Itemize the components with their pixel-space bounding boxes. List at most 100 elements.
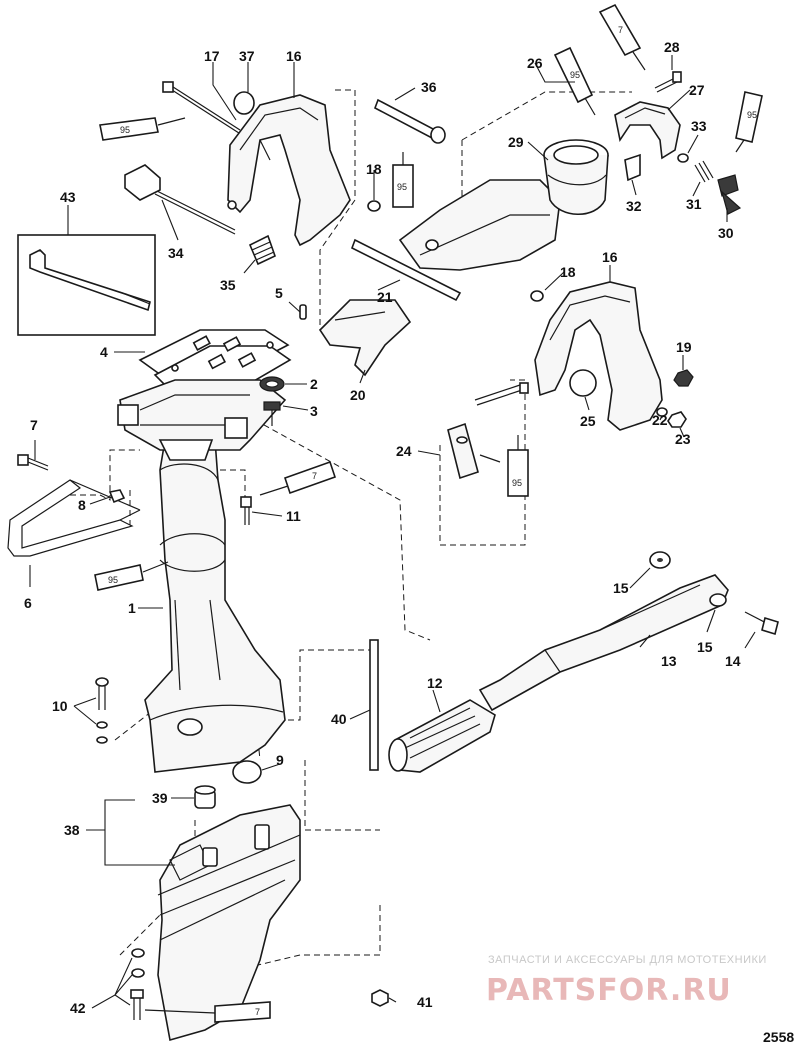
callout-6: 6 <box>24 595 32 611</box>
tube-label: 95 <box>108 575 118 585</box>
callout-5: 5 <box>275 285 283 301</box>
callout-27: 27 <box>689 82 705 98</box>
callout-leader-lines <box>29 55 756 1009</box>
sealant-tube-95-1: 95 <box>94 561 169 591</box>
callout-3: 3 <box>310 403 318 419</box>
callout-29: 29 <box>508 134 524 150</box>
callout-33: 33 <box>691 118 707 134</box>
callout-18-top: 18 <box>366 161 382 177</box>
tube-label: 95 <box>397 182 407 192</box>
part-3-screw <box>263 401 281 426</box>
callout-10: 10 <box>52 698 68 714</box>
tube-label: 7 <box>255 1007 260 1017</box>
sealant-tube-95-18: 95 <box>392 152 414 208</box>
part-1-driveshaft-housing <box>144 431 286 773</box>
tube-label: 7 <box>618 25 623 35</box>
callout-23: 23 <box>675 431 691 447</box>
callout-18-bottom: 18 <box>560 264 576 280</box>
tube-label: 95 <box>512 478 522 488</box>
part-29-bushing <box>543 139 609 215</box>
part-41-nut <box>371 989 389 1007</box>
diagram-code: 2558 <box>763 1029 794 1045</box>
callout-13: 13 <box>661 653 677 669</box>
part-39-bushing <box>194 785 216 809</box>
part-9-plug <box>232 760 262 784</box>
sealant-tube-7-11: 7 <box>259 460 337 496</box>
watermark-logo: PARTSFOR.RU <box>486 973 732 1008</box>
part-21-tilt-tube <box>350 238 462 302</box>
part-6-carry-handle <box>7 479 141 557</box>
part-16-clamp-bracket-right <box>534 281 663 431</box>
part-36-pin <box>374 98 446 144</box>
callout-20: 20 <box>350 387 366 403</box>
callout-9: 9 <box>276 752 284 768</box>
callout-31: 31 <box>686 196 702 212</box>
part-swivel-bracket <box>398 179 561 271</box>
part-16-clamp-bracket-left <box>227 94 351 247</box>
tube-label: 95 <box>120 125 130 135</box>
callout-17: 17 <box>204 48 220 64</box>
part-40-rod <box>369 639 379 771</box>
callout-30: 30 <box>718 225 734 241</box>
callout-15-bottom: 15 <box>697 639 713 655</box>
part-24-anode-plate <box>447 382 529 480</box>
part-30-wing-knob <box>717 174 742 215</box>
part-14-bolt-tiller <box>744 611 779 636</box>
tool-43-inset <box>17 234 156 336</box>
part-32-clip <box>624 153 641 182</box>
part-adapter-plate <box>117 379 287 461</box>
callout-16-top: 16 <box>286 48 302 64</box>
sealant-tube-95-33: 95 <box>735 91 763 153</box>
part-12-grip <box>388 699 496 773</box>
callout-7-left: 7 <box>30 417 38 433</box>
callout-22: 22 <box>652 412 668 428</box>
callout-16-right: 16 <box>602 249 618 265</box>
callout-8: 8 <box>78 497 86 513</box>
part-33-washer <box>677 153 689 163</box>
callout-39: 39 <box>152 790 168 806</box>
part-13-tiller-arm <box>478 574 729 712</box>
watermark: ЗАПЧАСТИ И АКСЕССУАРЫ ДЛЯ МОТОТЕХНИКИ PA… <box>486 954 766 1008</box>
callout-36: 36 <box>421 79 437 95</box>
tube-label: 7 <box>312 471 317 481</box>
callout-12: 12 <box>427 675 443 691</box>
callout-15-top: 15 <box>613 580 629 596</box>
callout-11: 11 <box>286 508 301 524</box>
part-18-washer-upper <box>367 200 381 212</box>
part-20-tilt-lock <box>318 299 412 377</box>
part-10-screw-washers <box>95 677 109 744</box>
callout-14: 14 <box>725 653 741 669</box>
callout-2: 2 <box>310 376 318 392</box>
callout-40: 40 <box>331 711 347 727</box>
part-11-bolt <box>240 496 252 525</box>
sealant-tube-7-42: 7 <box>144 1001 271 1023</box>
tube-label: 95 <box>570 70 580 80</box>
tube-label: 95 <box>747 110 757 120</box>
part-17-stud <box>162 81 243 136</box>
callout-38: 38 <box>64 822 80 838</box>
callout-26: 26 <box>527 55 543 71</box>
callout-37: 37 <box>239 48 255 64</box>
callout-19: 19 <box>676 339 692 355</box>
part-27-steering-collar <box>614 101 681 160</box>
part-23-nut <box>667 411 687 428</box>
callout-43: 43 <box>60 189 76 205</box>
callout-28: 28 <box>664 39 680 55</box>
part-37-cap <box>233 91 255 115</box>
part-35-spring <box>248 234 276 266</box>
callout-41: 41 <box>417 994 433 1010</box>
callout-21: 21 <box>377 289 393 305</box>
part-34-rod <box>124 164 236 235</box>
part-28-screw <box>654 71 682 93</box>
part-31-spring <box>694 160 714 183</box>
part-8-nut <box>108 489 126 504</box>
callout-42: 42 <box>70 1000 86 1016</box>
callout-24: 24 <box>396 443 412 459</box>
part-42-bolts-washers <box>130 948 145 1020</box>
callout-4: 4 <box>100 344 108 360</box>
part-19-nut <box>673 369 694 387</box>
part-25-pad <box>569 369 597 397</box>
sealant-tube-95-17: 95 <box>99 117 186 141</box>
part-2-seal <box>259 376 285 392</box>
